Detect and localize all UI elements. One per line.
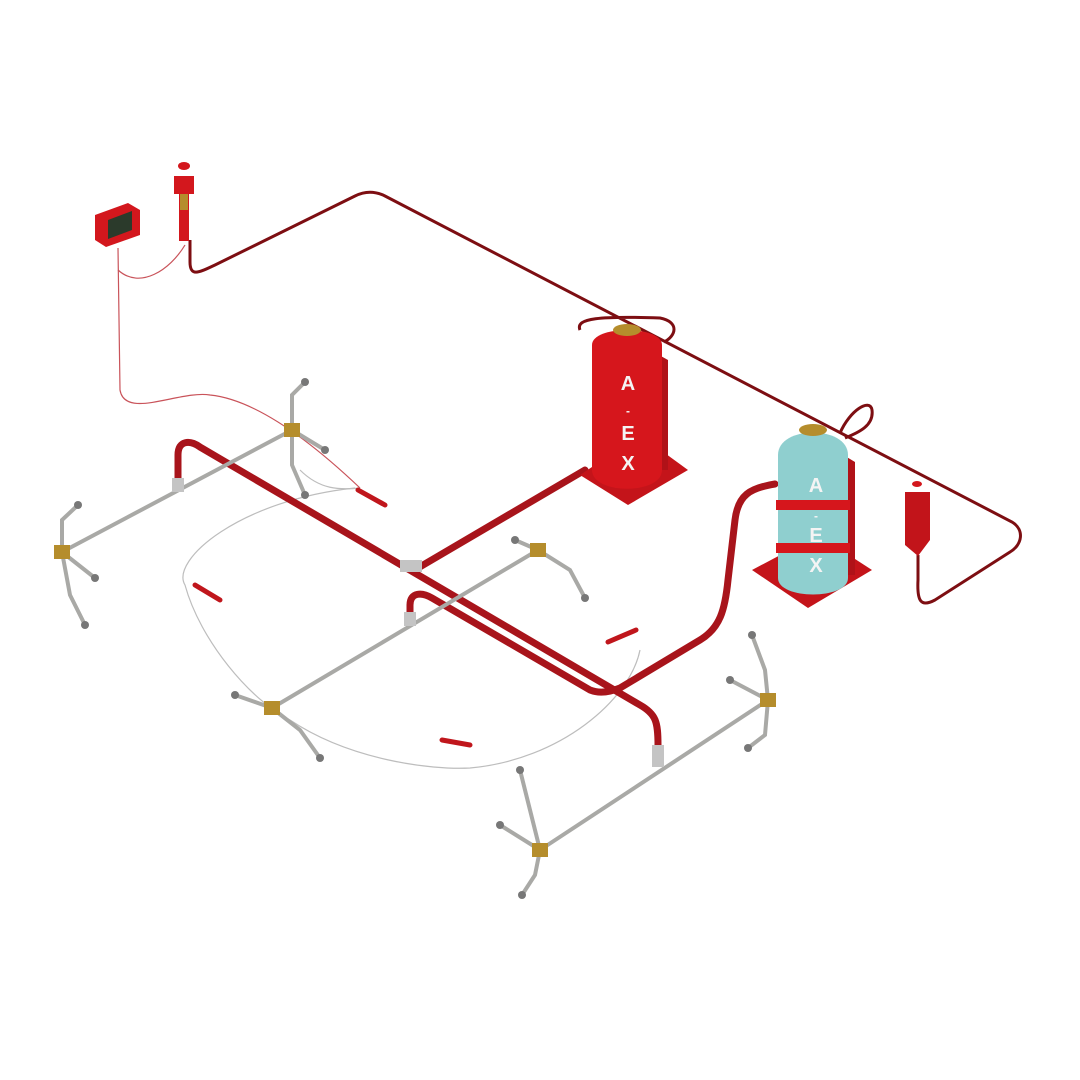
control-panel [95, 203, 140, 247]
tank-body [592, 330, 662, 489]
tee-fitting [532, 843, 548, 857]
nozzle [321, 446, 329, 454]
pipe-couplings [172, 478, 664, 767]
heat-detector [439, 737, 473, 748]
tank-label-dash: - [626, 404, 630, 418]
nozzle [518, 891, 526, 899]
nozzle [91, 574, 99, 582]
heat-detectors [192, 487, 639, 748]
nozzle [301, 491, 309, 499]
tank-label-dash: - [814, 509, 818, 523]
nozzle [748, 631, 756, 639]
pull-station-button [912, 481, 922, 487]
coupling [400, 560, 422, 572]
tee-fitting [284, 423, 300, 437]
tank-label-e: E [621, 423, 634, 445]
heat-detector [192, 582, 223, 603]
nozzle [744, 744, 752, 752]
nozzle [231, 691, 239, 699]
nozzle [74, 501, 82, 509]
discharge-pipes [174, 439, 779, 749]
tank-label-e: E [809, 525, 822, 547]
coupling [652, 745, 664, 767]
tee-fitting [530, 543, 546, 557]
tank-label-x: X [621, 453, 635, 475]
heat-detector [605, 627, 639, 645]
tank-strap [776, 543, 850, 553]
detection-line-pipe [188, 190, 1022, 605]
nozzles [74, 378, 756, 899]
distribution-pipe [538, 698, 770, 852]
panel-to-actuator-wire [117, 244, 186, 279]
actuator-cylinder [179, 193, 189, 241]
control-panel-wire [117, 247, 361, 489]
discharge-pipe-2 [414, 466, 589, 572]
nozzle [301, 378, 309, 386]
tees [54, 423, 776, 857]
discharge-pipe-3 [406, 480, 779, 696]
nozzle-drops [60, 380, 770, 897]
control-panel-display [108, 211, 132, 239]
tank-label-a: A [809, 475, 823, 497]
tee-fitting [760, 693, 776, 707]
tank-teal: A - E X [752, 424, 872, 608]
nozzle [581, 594, 589, 602]
detector-wire [182, 487, 641, 769]
tank-valve-cap [799, 424, 827, 436]
distribution-pipes [60, 380, 770, 897]
tank-label-a: A [621, 373, 635, 395]
manual-actuator [174, 162, 194, 241]
actuator-valve [180, 194, 188, 210]
tee-fitting [54, 545, 70, 559]
tank-strap [776, 500, 850, 510]
discharge-pipe-1 [174, 439, 662, 749]
nozzle [726, 676, 734, 684]
pull-station-bracket [905, 492, 930, 556]
nozzle [81, 621, 89, 629]
tank-label-x: X [809, 555, 823, 577]
tee-fitting [264, 701, 280, 715]
tank-valve-cap [613, 324, 641, 336]
nozzle [516, 766, 524, 774]
distribution-pipe [270, 548, 540, 710]
nozzle [511, 536, 519, 544]
tank-body [778, 432, 848, 595]
tank-red: A - E X [580, 324, 688, 505]
push-button [178, 162, 190, 170]
heat-detector [355, 487, 388, 508]
pull-station [905, 481, 930, 556]
detector-wire [299, 469, 361, 490]
nozzle [496, 821, 504, 829]
nozzle [316, 754, 324, 762]
coupling [172, 478, 184, 492]
actuator-head [174, 176, 194, 194]
coupling [404, 612, 416, 626]
